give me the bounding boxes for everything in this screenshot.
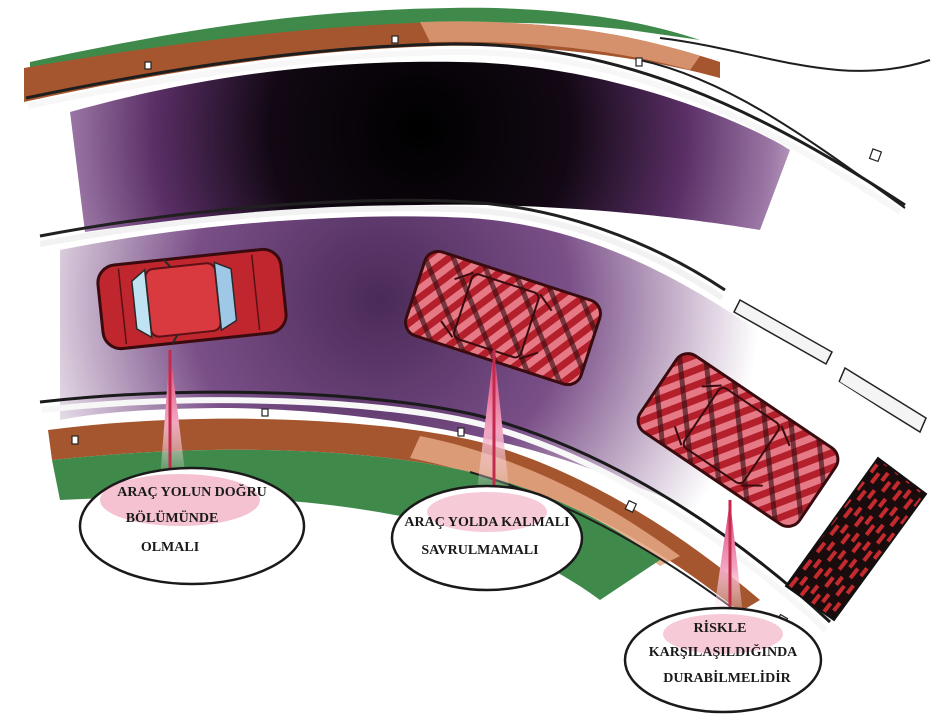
off-road-car (636, 352, 840, 528)
correct-position-car (96, 247, 288, 351)
callout-stop-on-risk: RİSKLE KARŞILAŞILDIĞINDA DURABİLMELİDİR (623, 606, 823, 714)
center-line-white (39, 205, 724, 301)
top-outer-curve (659, 37, 931, 72)
callout-1-line-1: ARAÇ YOLUN DOĞRU (117, 483, 267, 500)
top-edge-line (25, 42, 906, 207)
callout-3-line-1: RİSKLE (694, 619, 747, 636)
callout-stay-on-road: ARAÇ YOLDA KALMALI SAVRULMAMALI (390, 484, 584, 592)
callout-3-line-2: KARŞILAŞILDIĞINDA (649, 643, 798, 660)
skidding-car (404, 249, 602, 387)
top-edge-line-white (27, 48, 902, 215)
top-outer-line (639, 59, 906, 209)
top-shoulder-light (420, 21, 700, 70)
callout-2-line-1: ARAÇ YOLDA KALMALI (404, 515, 569, 530)
far-lane (70, 61, 790, 232)
callout-1-line-3: OLMALI (141, 540, 199, 555)
center-dashes (733, 298, 927, 434)
bottom-edge-line-white (41, 397, 829, 633)
brick-barrier (784, 456, 928, 622)
callout-correct-position: ARAÇ YOLUN DOĞRU BÖLÜMÜNDE OLMALI (78, 466, 306, 586)
bottom-edge-line (39, 390, 832, 624)
center-line (39, 198, 726, 292)
top-grass (30, 7, 700, 83)
callout-pointers (160, 350, 744, 624)
callout-1-line-2: BÖLÜMÜNDE (126, 509, 219, 526)
callout-3-line-3: DURABİLMELİDİR (663, 669, 791, 686)
callout-2-line-2: SAVRULMAMALI (421, 543, 538, 558)
